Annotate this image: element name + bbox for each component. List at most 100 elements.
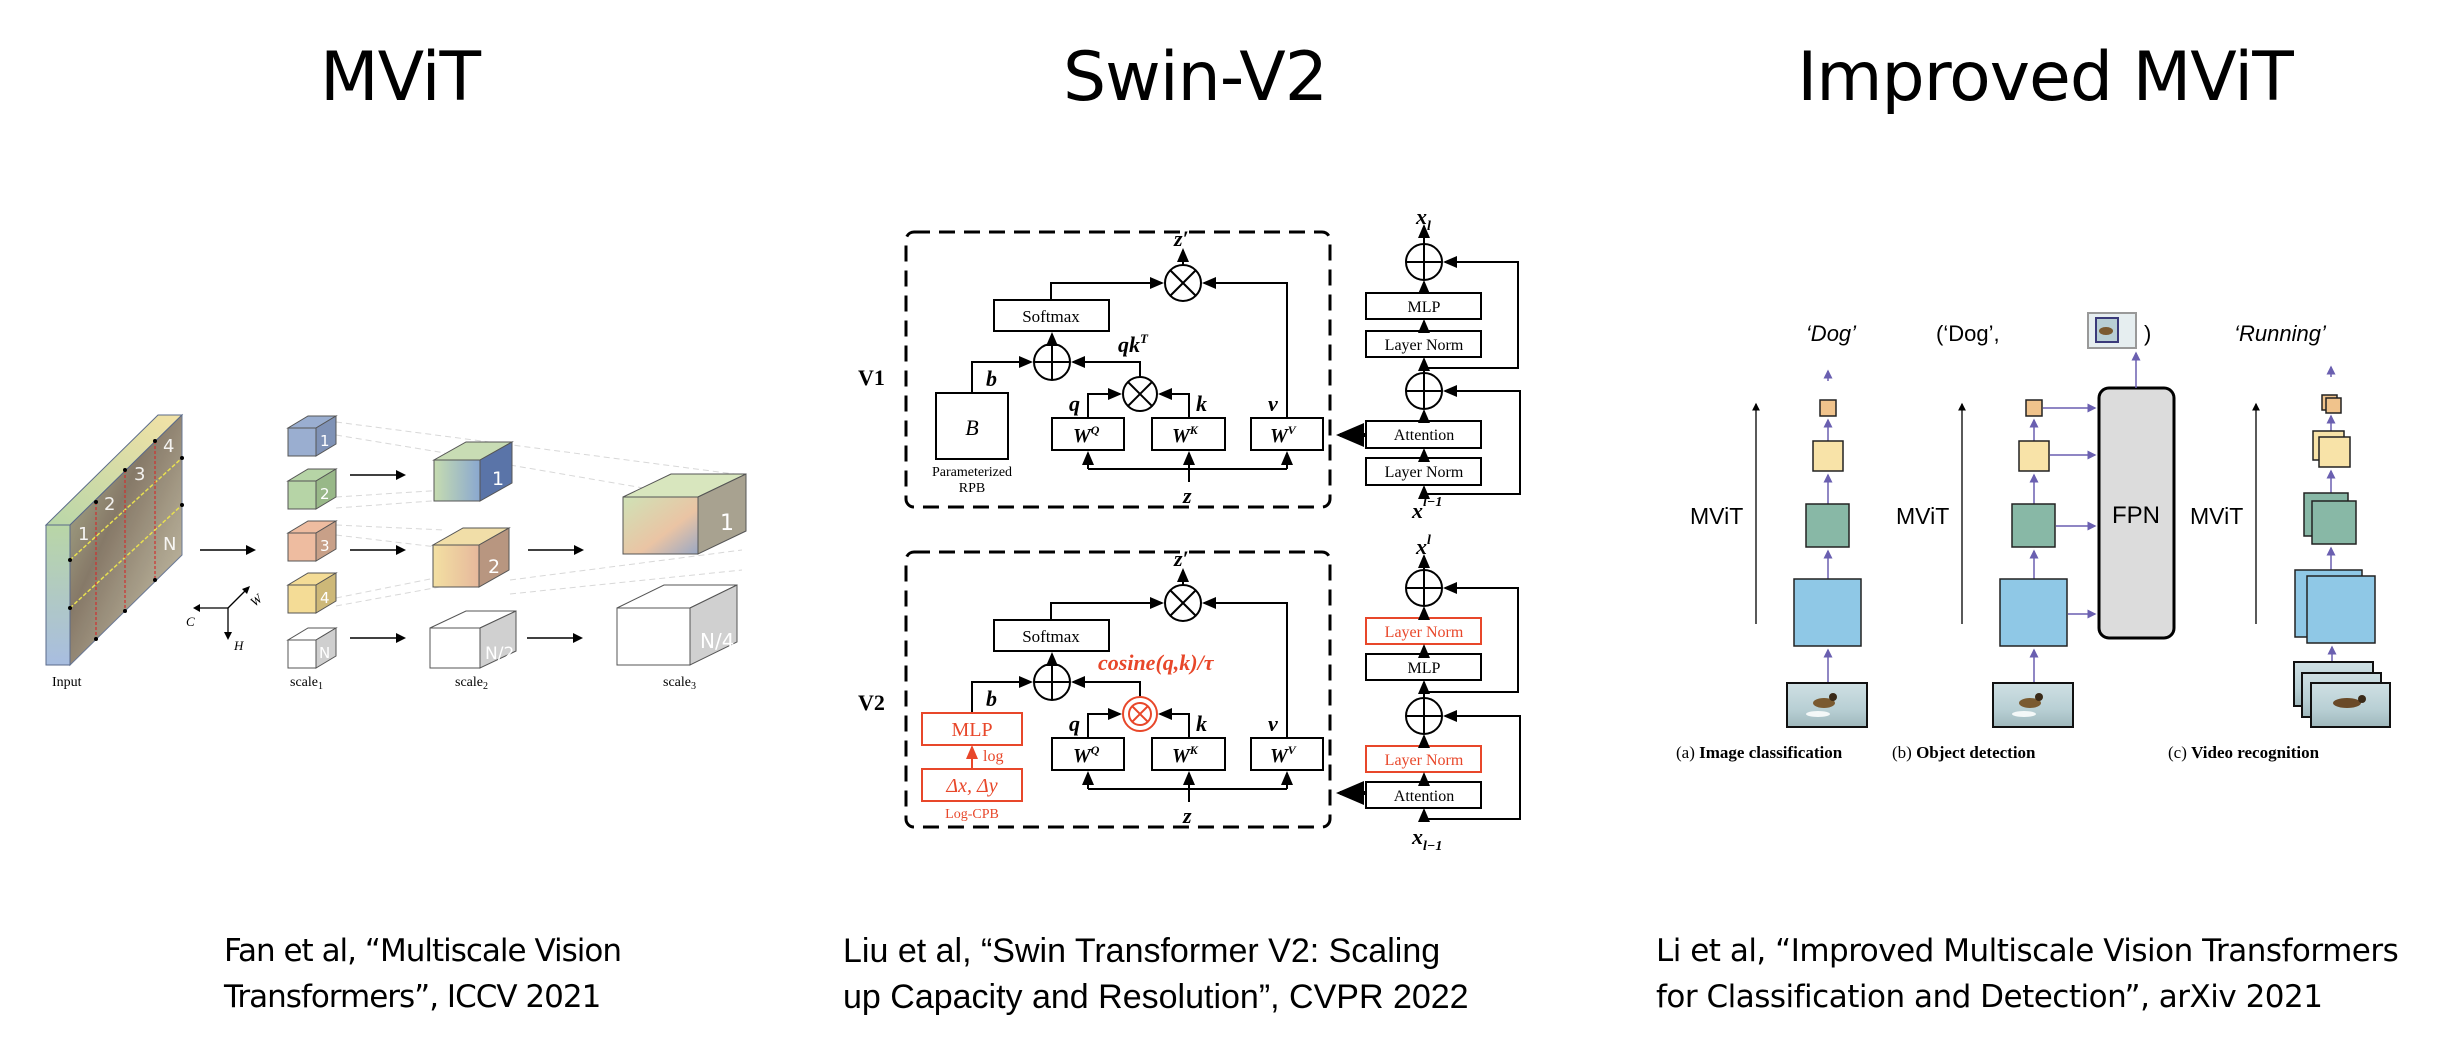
wq-box: WQ [1073, 423, 1100, 447]
svg-text:v: v [1268, 711, 1278, 736]
svg-text:k: k [1196, 391, 1207, 416]
z-out-label: z′ [1173, 226, 1189, 251]
svg-text:z: z [1182, 803, 1192, 828]
output-label: ‘Running’ [2234, 321, 2327, 346]
wv-box: WV [1270, 423, 1297, 447]
token-cube: N/2 [429, 610, 517, 669]
relative-coords-box: Δx, Δy [945, 775, 997, 797]
arrow-icon [200, 545, 256, 555]
svg-text:xl: xl [1415, 533, 1431, 559]
qkt-label: qkT [1118, 331, 1149, 357]
swin-v2-citation: Liu et al, “Swin Transformer V2: Scaling… [843, 932, 1469, 1016]
wv-box: WV [1270, 743, 1297, 767]
svg-text:3: 3 [320, 537, 330, 555]
softmax-box: Softmax [1022, 307, 1080, 326]
axis-w-label: W [247, 590, 266, 609]
svg-text:v: v [1268, 391, 1278, 416]
scale3-label: scale3 [663, 675, 696, 692]
improved-mvit-title: Improved MViT [1797, 38, 2294, 117]
scale2-tokens: 1 2 N/2 scale2 [429, 441, 517, 692]
attention-box: Attention [1394, 788, 1454, 805]
cpb-mlp-box: MLP [951, 719, 992, 741]
svg-text:log: log [983, 748, 1003, 765]
panel-video-recognition: ‘Running’ MViT (c) Video recognition [2168, 321, 2391, 762]
x-in-label: xl−1 [1411, 495, 1442, 523]
svg-text:1: 1 [320, 432, 330, 450]
svg-text:): ) [2144, 321, 2151, 346]
mlp-box: MLP [1408, 299, 1441, 316]
axis-h-label: H [233, 638, 244, 653]
patch-label: 2 [104, 494, 115, 515]
token-cube: 1 [622, 473, 747, 555]
v1-transformer-block: xl MLP Layer Norm Attention Layer Norm x… [1365, 204, 1521, 523]
svg-text:1: 1 [720, 511, 734, 536]
layer-norm-box: Layer Norm [1385, 464, 1464, 481]
input-label: Input [52, 675, 82, 690]
token-cube: 2 [431, 527, 511, 588]
post-norm-box: Layer Norm [1385, 624, 1464, 641]
input-tensor: 1 2 3 4 N Input [44, 413, 184, 690]
arrow-icon [573, 545, 584, 643]
svg-text:z′: z′ [1173, 546, 1189, 571]
scale3-tokens: 1 N/4 scale3 [616, 473, 747, 692]
token-cube: 1 [286, 415, 338, 457]
svg-text:2: 2 [488, 556, 500, 578]
token-cube: N [286, 627, 338, 669]
svg-text:N/2: N/2 [485, 644, 514, 664]
svg-text:4: 4 [320, 589, 330, 607]
scale2-label: scale2 [455, 675, 488, 692]
dog-image [1786, 682, 1868, 728]
attention-box: Attention [1394, 427, 1454, 444]
token-cube: 3 [286, 520, 338, 562]
wk-box: WK [1172, 423, 1199, 447]
svg-text:q: q [1069, 711, 1080, 736]
svg-text:N: N [319, 644, 330, 662]
svg-text:k: k [1196, 711, 1207, 736]
scale1-tokens: 1 2 3 4 N scale1 [286, 415, 338, 692]
improved-mvit-figure: ‘Dog’ MViT (a) Image classification (‘Do… [1676, 312, 2391, 762]
v2-attention-diagram: V2 Softmax z′ cosine(q,k)/τ b MLP log Δx… [858, 546, 1368, 829]
panel-object-detection: (‘Dog’, ) MViT [1892, 312, 2176, 762]
output-label: ‘Dog’ [1806, 321, 1857, 346]
bias-table-box: B [965, 415, 978, 440]
mvit-title: MViT [319, 38, 481, 117]
v2-transformer-block: xl Layer Norm MLP Layer Norm Attention x… [1365, 533, 1521, 854]
wq-box: WQ [1073, 743, 1100, 767]
dog-image [1992, 682, 2074, 728]
caption: (c) Video recognition [2168, 743, 2320, 762]
token-cube: N/4 [616, 584, 738, 666]
layer-norm-box: Layer Norm [1385, 337, 1464, 354]
axes-icon [193, 586, 250, 640]
video-frames [2293, 661, 2391, 728]
scale1-label: scale1 [290, 675, 323, 692]
wk-box: WK [1172, 743, 1199, 767]
connection-lines [335, 421, 743, 607]
svg-text:q: q [1069, 391, 1080, 416]
panel-image-classification: ‘Dog’ MViT (a) Image classification [1676, 321, 1868, 762]
mvit-figure: 1 2 3 4 N Input C W H 1 2 3 4 N scale1 [44, 413, 747, 692]
arrow-icon [350, 474, 398, 639]
bbox-image [2087, 312, 2137, 349]
softmax-box: Softmax [1022, 627, 1080, 646]
mlp-box: MLP [1408, 660, 1441, 677]
caption: (a) Image classification [1676, 743, 1843, 762]
token-cube: 1 [432, 441, 514, 502]
svg-text:xl−1: xl−1 [1411, 824, 1442, 854]
patch-label: N [163, 534, 176, 555]
improved-mvit-citation: Li et al, “Improved Multiscale Vision Tr… [1656, 933, 2399, 1015]
token-cube: 2 [286, 468, 338, 510]
post-norm-box: Layer Norm [1385, 752, 1464, 769]
swin-v2-title: Swin-V2 [1062, 38, 1328, 117]
mvit-side-label: MViT [1690, 503, 1743, 529]
mvit-side-label: MViT [1896, 503, 1949, 529]
svg-text:z: z [1182, 483, 1192, 508]
mvit-citation: Fan et al, “Multiscale Vision Transforme… [224, 933, 622, 1015]
cosine-similarity-label: cosine(q,k)/τ [1098, 650, 1215, 675]
svg-text:1: 1 [492, 468, 504, 490]
v1-label: V1 [858, 365, 885, 390]
token-cube: 4 [286, 572, 338, 614]
patch-label: 4 [163, 436, 174, 457]
svg-text:2: 2 [320, 485, 330, 503]
